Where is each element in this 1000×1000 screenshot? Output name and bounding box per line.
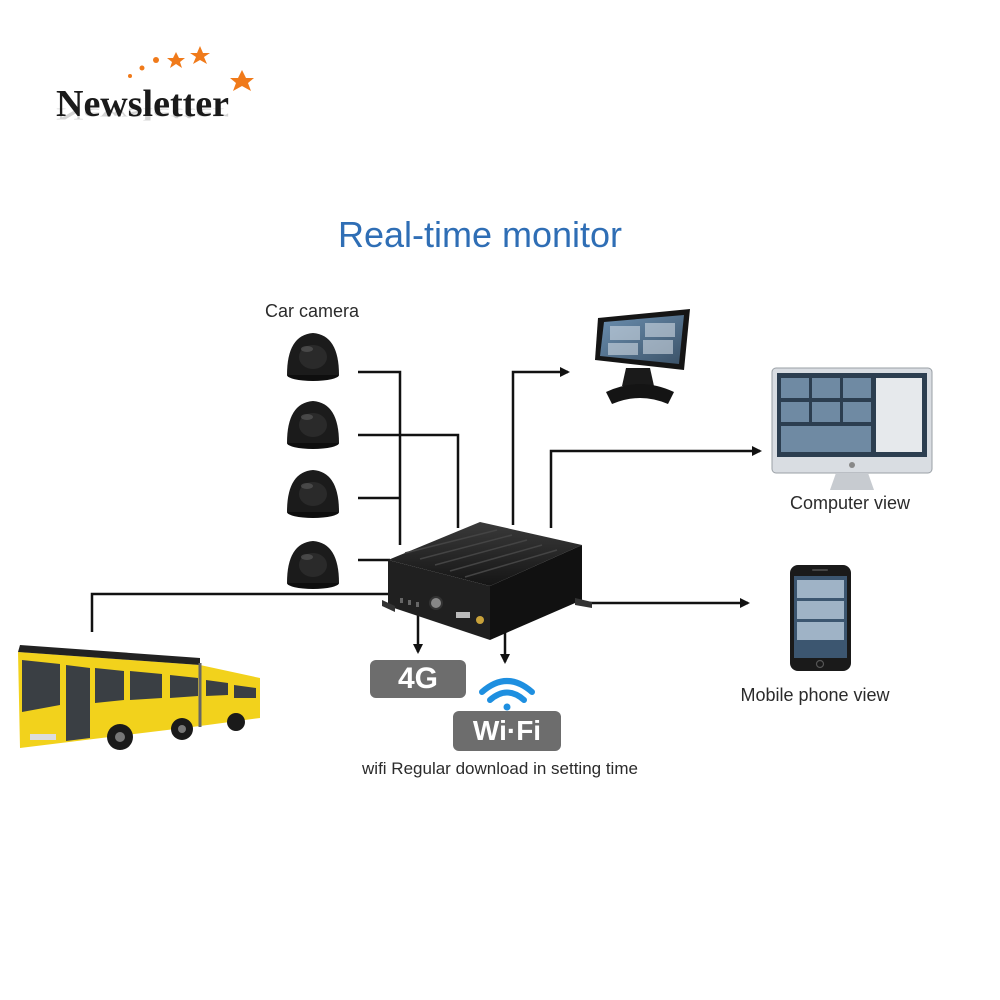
logo-stars-icon [128, 46, 254, 91]
car-camera-3 [287, 470, 339, 518]
monitor-arrow [511, 367, 570, 525]
camera-wiring [358, 370, 460, 562]
computer-arrow [549, 446, 762, 528]
mobile-phone-view-label: Mobile phone view [740, 685, 890, 705]
newsletter-logo: Newsletter Newsletter [52, 36, 292, 156]
wifi-download-note: wifi Regular download in setting time [362, 759, 638, 778]
wifi-signal-icon [479, 678, 535, 711]
diagram-title: Real-time monitor [337, 214, 623, 255]
car-camera-2 [287, 401, 339, 449]
car-camera-4 [287, 541, 339, 589]
car-monitor [595, 309, 690, 404]
mobile-dvr-device [382, 522, 592, 640]
car-camera-label: Car camera [264, 301, 360, 321]
wifi-badge: Wi·Fi [453, 711, 561, 751]
4g-badge: 4G [370, 660, 466, 698]
computer-monitor [771, 367, 933, 490]
car-camera-1 [287, 333, 339, 381]
mobile-phone [790, 565, 851, 671]
computer-view-label: Computer view [789, 493, 911, 513]
bus-connection-line [90, 592, 390, 632]
logo-text: Newsletter [56, 83, 230, 125]
bus-image [18, 645, 260, 750]
